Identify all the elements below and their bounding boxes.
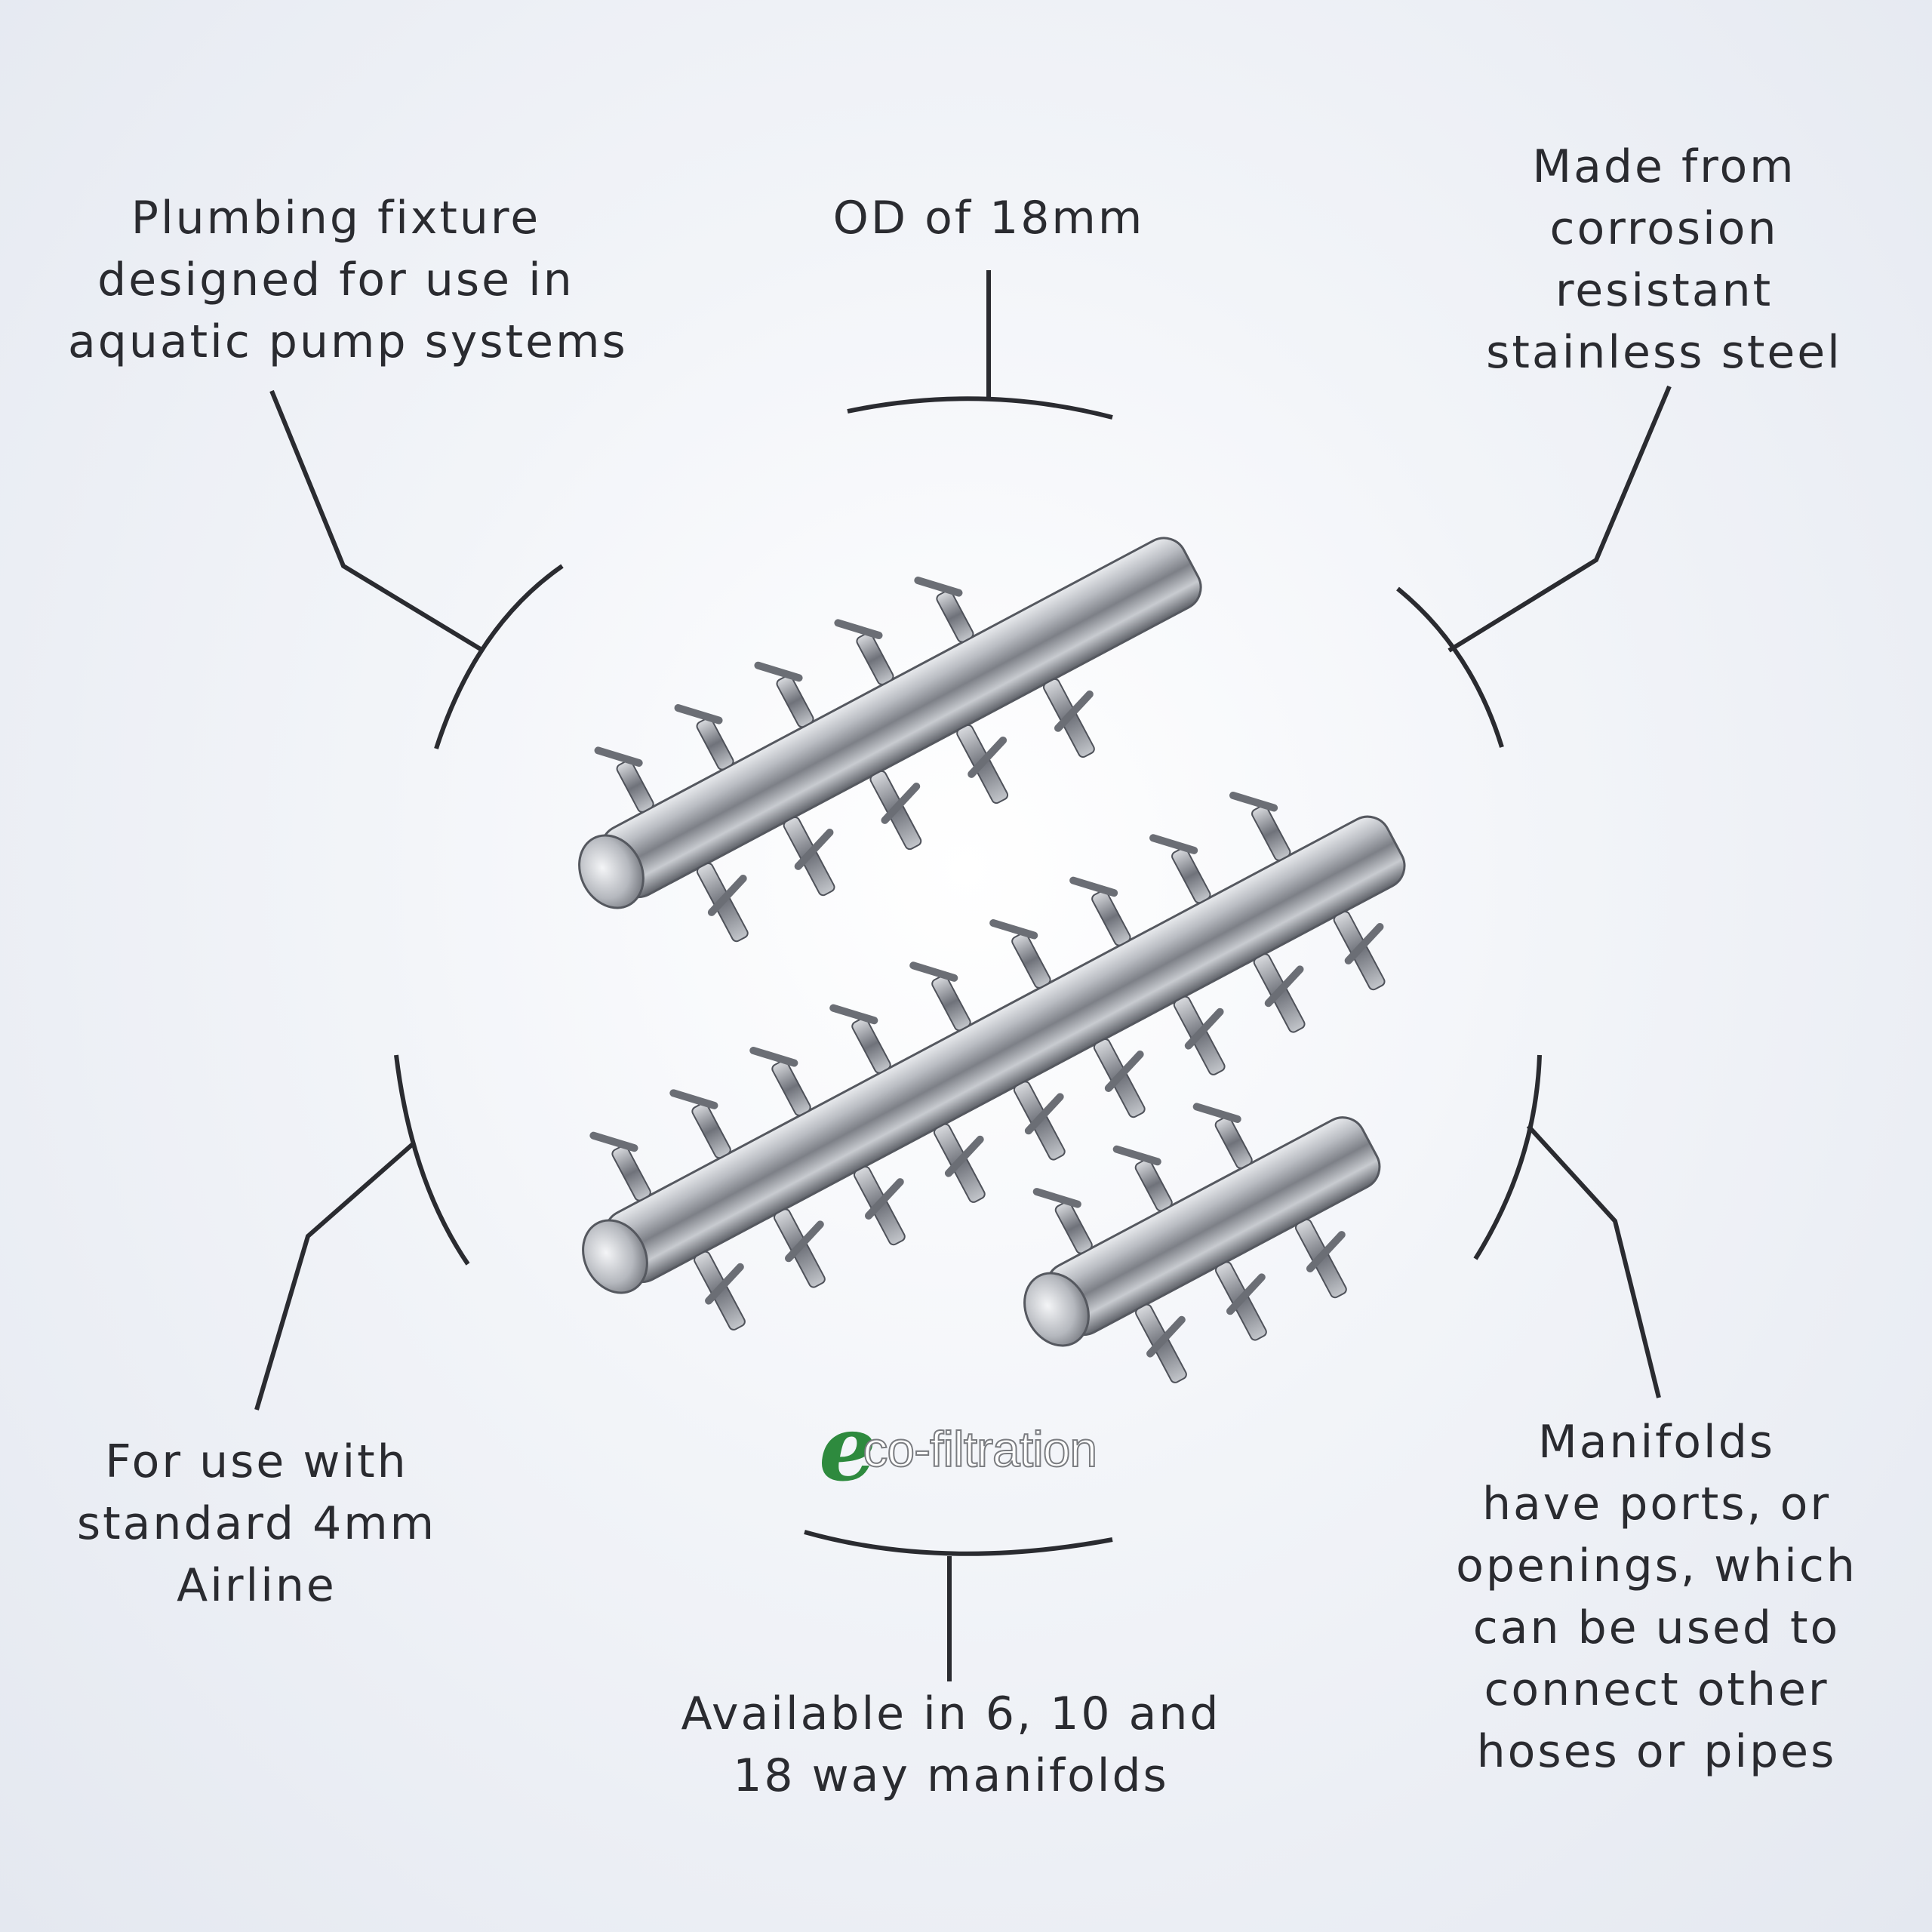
callout-line: aquatic pump systems	[68, 315, 628, 368]
callout-line: OD of 18mm	[832, 192, 1145, 245]
connector-top-left	[269, 389, 485, 653]
callout-top-left: Plumbing fixture designed for use in aqu…	[68, 187, 628, 373]
logo-text: co-filtration	[862, 1420, 1098, 1478]
arc-bottom-right	[1473, 1054, 1542, 1260]
callout-line: have ports, or	[1481, 1478, 1832, 1531]
arc-bottom-center	[804, 1530, 1113, 1556]
callout-line: stainless steel	[1486, 326, 1842, 379]
manifold-6-way	[1023, 1103, 1381, 1383]
callout-line: Plumbing fixture	[131, 192, 541, 245]
callout-line: standard 4mm	[76, 1497, 437, 1550]
callout-line: Available in 6, 10 and	[681, 1687, 1221, 1740]
arc-top-right	[1396, 586, 1504, 748]
manifold-10-way	[578, 537, 1202, 943]
callout-bottom-right: Manifolds have ports, or openings, which…	[1434, 1411, 1879, 1783]
arc-top-center	[847, 396, 1113, 420]
callout-line: can be used to	[1472, 1601, 1841, 1654]
connector-bottom-left	[254, 1141, 415, 1411]
callout-line: Made from	[1532, 140, 1796, 193]
callout-line: corrosion	[1549, 202, 1779, 255]
callout-line: Airline	[177, 1559, 337, 1612]
callout-line: connect other	[1484, 1663, 1829, 1716]
callout-line: 18 way manifolds	[733, 1749, 1169, 1802]
connector-top-right	[1447, 385, 1672, 653]
callout-line: Manifolds	[1537, 1416, 1776, 1469]
callout-line: resistant	[1555, 264, 1774, 317]
callout-line: designed for use in	[97, 254, 574, 306]
callout-bottom-left: For use with standard 4mm Airline	[68, 1431, 445, 1617]
connector-bottom-right	[1526, 1124, 1661, 1398]
logo-mark: e	[819, 1395, 877, 1502]
callout-top-right: Made from corrosion resistant stainless …	[1457, 136, 1872, 383]
arc-top-left	[434, 564, 564, 749]
callout-line: openings, which	[1456, 1540, 1857, 1592]
manifold-18-way	[582, 791, 1406, 1331]
callout-line: For use with	[105, 1435, 408, 1488]
callout-line: hoses or pipes	[1476, 1725, 1837, 1778]
eco-filtration-logo: e co-filtration	[819, 1395, 1098, 1502]
callout-top-center: OD of 18mm	[800, 187, 1177, 249]
arc-bottom-left	[394, 1054, 470, 1266]
callout-bottom-center: Available in 6, 10 and 18 way manifolds	[664, 1683, 1238, 1807]
